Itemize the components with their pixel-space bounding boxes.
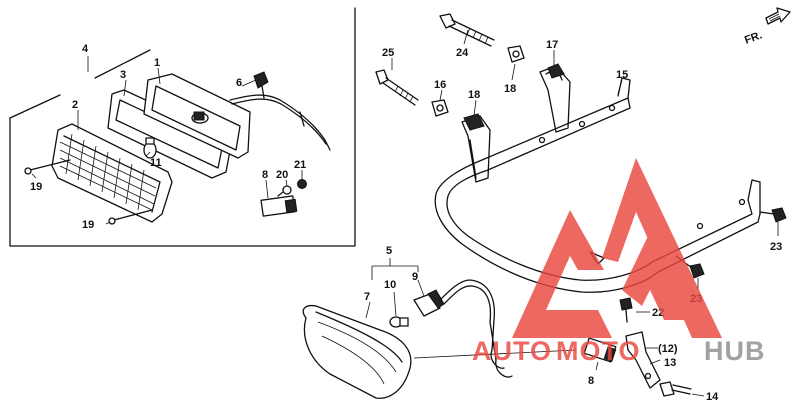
callout-19-upper: 19 — [30, 181, 42, 193]
callout-13: 13 — [664, 357, 676, 369]
screw-19-lower — [108, 209, 153, 225]
callout-6: 6 — [236, 77, 242, 89]
callout-10: 10 — [384, 279, 396, 291]
watermark-text-auto: AUTO — [472, 336, 552, 366]
screw-22 — [619, 297, 633, 323]
callout-8-upper: 8 — [262, 169, 268, 181]
connector-8 — [583, 337, 617, 363]
callout-23-right: 23 — [770, 241, 782, 253]
screw-20 — [277, 185, 292, 197]
callout-19-lower: 19 — [82, 219, 94, 231]
callout-7: 7 — [364, 291, 370, 303]
marker-bulb — [389, 316, 409, 328]
watermark-logo: AUTO MOTO HUB — [472, 158, 766, 366]
nut-21 — [297, 179, 307, 189]
callout-12: (12) — [658, 343, 678, 355]
callout-labels: 4 1 3 2 6 11 8 20 21 19 19 25 24 18 16 1… — [30, 39, 782, 403]
tail-light-housing — [143, 73, 251, 159]
clamp-bracket-17 — [539, 63, 571, 133]
front-direction-arrow-icon — [765, 7, 791, 25]
callout-9: 9 — [412, 271, 418, 283]
callout-15: 15 — [616, 69, 628, 81]
callout-14: 14 — [706, 391, 719, 403]
callout-1: 1 — [154, 57, 160, 69]
callout-18-top: 18 — [504, 83, 516, 95]
screw-19-upper — [24, 159, 71, 175]
clamp-bracket-18 — [461, 113, 491, 183]
watermark-triangle-inner — [622, 232, 690, 320]
side-marker-lens — [302, 304, 412, 399]
callout-17: 17 — [546, 39, 558, 51]
callout-3: 3 — [120, 69, 126, 81]
watermark-text-moto: MOTO — [556, 336, 641, 366]
watermark-triangle-left — [512, 210, 612, 338]
bolt-14 — [659, 381, 692, 397]
mount-bracket-13 — [625, 331, 661, 389]
tail-light-lens — [51, 123, 173, 223]
callout-21: 21 — [294, 159, 306, 171]
callout-4: 4 — [82, 43, 89, 55]
watermark-text-hub: HUB — [704, 336, 766, 366]
callout-8-lower: 8 — [588, 375, 594, 387]
nut-16 — [431, 99, 449, 117]
bolt-24 — [439, 13, 495, 47]
leader-lines — [31, 29, 779, 397]
marker-socket — [413, 289, 445, 317]
marker-wire — [439, 279, 513, 378]
callout-11: 11 — [150, 157, 162, 169]
callout-20: 20 — [276, 169, 288, 181]
callout-24: 24 — [456, 47, 469, 59]
callout-16: 16 — [434, 79, 446, 91]
bulb-socket — [260, 195, 298, 217]
direction-label: FR. — [743, 29, 764, 46]
callout-5: 5 — [386, 245, 392, 257]
tail-light-bulb — [143, 137, 157, 159]
callout-18-bracket: 18 — [468, 89, 480, 101]
bolt-25 — [375, 69, 419, 106]
bolt-23-right — [759, 207, 787, 223]
callout-2: 2 — [72, 99, 78, 111]
callout-25: 25 — [382, 47, 394, 59]
nut-18 — [507, 45, 525, 63]
watermark-triangle-right — [602, 158, 722, 338]
tail-light-wire — [229, 71, 331, 151]
tail-light-assembly-frame — [9, 7, 356, 247]
